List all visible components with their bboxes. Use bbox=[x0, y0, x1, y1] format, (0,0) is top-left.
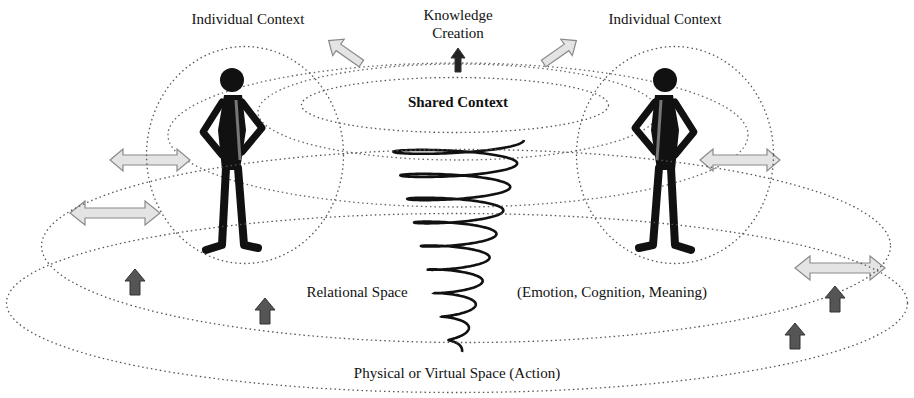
ellipse-outline bbox=[40, 148, 892, 344]
block-arrow bbox=[323, 32, 367, 71]
context-ellipse: Individual Context bbox=[145, 45, 345, 265]
space-label: Shared Context bbox=[406, 93, 510, 111]
dotted-ellipse bbox=[147, 47, 344, 264]
figure-arm bbox=[675, 102, 694, 155]
figure-highlight bbox=[236, 100, 240, 160]
person-figure bbox=[203, 68, 262, 250]
dotted-ellipse bbox=[302, 78, 609, 133]
figure-highlight bbox=[657, 100, 661, 160]
figure-arm bbox=[242, 102, 262, 152]
figure-head bbox=[220, 68, 244, 92]
space-label: Relational Space bbox=[304, 283, 409, 301]
space-label: Individual Context bbox=[190, 10, 307, 28]
spiral bbox=[393, 140, 524, 352]
up-arrow bbox=[451, 48, 465, 72]
context-ellipse: Shared Context bbox=[300, 76, 610, 134]
figure-leg bbox=[206, 168, 226, 250]
context-ellipse: Individual Context bbox=[575, 45, 775, 265]
block-arrow bbox=[538, 32, 582, 71]
space-label: Individual Context bbox=[607, 10, 724, 28]
dotted-ellipse bbox=[7, 214, 908, 393]
double-arrow bbox=[795, 256, 885, 280]
dotted-ring bbox=[258, 64, 658, 160]
space-label: Physical or Virtual Space (Action) bbox=[352, 364, 562, 382]
figure-head bbox=[653, 68, 677, 92]
up-arrow bbox=[785, 323, 805, 349]
outcome-label: Knowledge Creation bbox=[408, 6, 508, 42]
figure-leg bbox=[639, 168, 659, 248]
figure-leg bbox=[238, 168, 258, 248]
figure-arm bbox=[203, 102, 222, 155]
dotted-ellipse bbox=[42, 150, 891, 343]
up-arrow bbox=[255, 298, 275, 324]
ellipse-outline bbox=[145, 45, 345, 265]
figure-leg bbox=[671, 168, 691, 250]
ellipse-outline bbox=[575, 45, 775, 265]
space-ellipse: Individual ContextIndividual ContextShar… bbox=[5, 212, 909, 394]
space-ellipse: Individual ContextIndividual ContextShar… bbox=[40, 148, 892, 344]
figure-arm bbox=[635, 102, 655, 152]
space-label: (Emotion, Cognition, Meaning) bbox=[515, 283, 709, 301]
double-arrow bbox=[110, 149, 190, 171]
up-arrow bbox=[125, 269, 145, 295]
up-arrow bbox=[825, 286, 845, 312]
dotted-ellipse bbox=[577, 47, 774, 264]
